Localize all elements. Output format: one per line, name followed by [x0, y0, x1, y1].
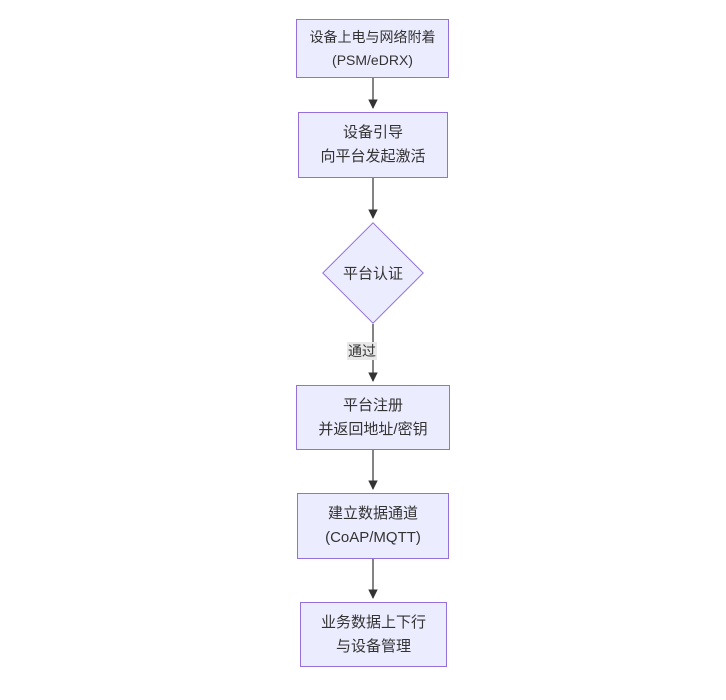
node-data-channel-line1: 建立数据通道: [327, 505, 418, 522]
node-platform-register: 平台注册 并返回地址/密钥: [296, 385, 450, 450]
node-bootstrap-line2: 向平台发起激活: [320, 148, 426, 165]
edge-label-pass: 通过: [347, 342, 377, 360]
decision-platform-auth-label: 平台认证: [342, 265, 404, 283]
node-platform-register-line1: 平台注册: [342, 396, 403, 414]
node-power-attach-line2: (PSM/eDRX): [332, 51, 413, 68]
node-power-attach-line1: 设备上电与网络附着: [309, 28, 436, 45]
node-bootstrap-line1: 设备引导: [342, 124, 403, 141]
node-business-data-line2: 与设备管理: [335, 637, 411, 655]
node-data-channel: 建立数据通道 (CoAP/MQTT): [297, 493, 449, 559]
node-business-data-line1: 业务数据上下行: [320, 613, 426, 631]
node-business-data: 业务数据上下行 与设备管理: [300, 602, 447, 667]
node-platform-register-line2: 并返回地址/密钥: [318, 420, 428, 438]
node-data-channel-line2: (CoAP/MQTT): [325, 529, 421, 546]
node-power-attach: 设备上电与网络附着 (PSM/eDRX): [296, 19, 449, 78]
node-bootstrap: 设备引导 向平台发起激活: [298, 112, 448, 178]
